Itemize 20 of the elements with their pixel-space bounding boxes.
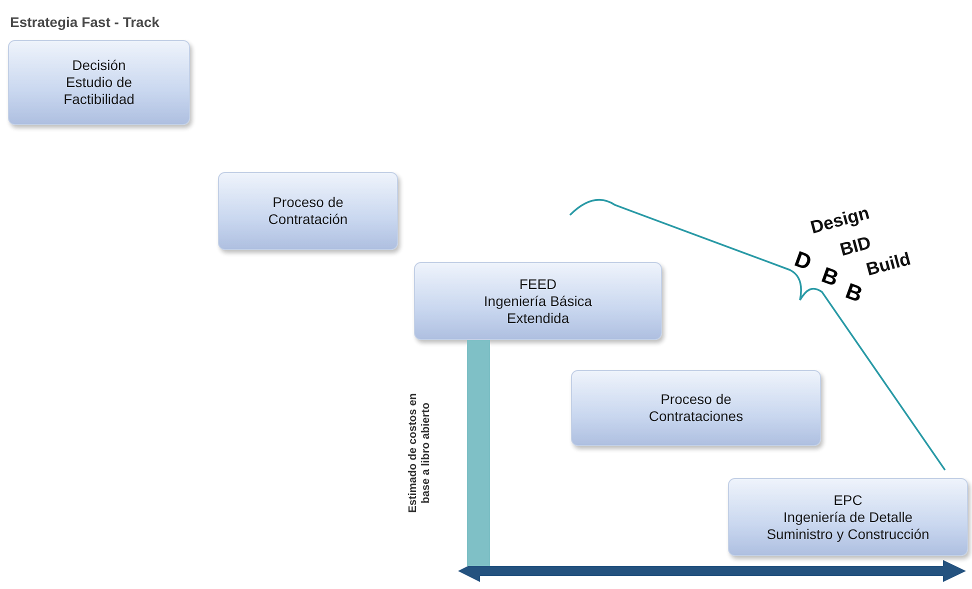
stage-box [8, 40, 190, 125]
vertical-note: Estimado de costos en base a libro abierto [407, 392, 433, 515]
stage-box [414, 262, 662, 340]
stamp-letter: B [818, 262, 842, 292]
stamp-letter: B [842, 278, 866, 308]
title: Estrategia Fast - Track [10, 14, 160, 30]
stage-text: Proceso de Contratación [267, 194, 349, 228]
stage-box [218, 172, 398, 250]
stage-text: Proceso de Contrataciones [648, 391, 744, 425]
stamp-word: Design [808, 202, 872, 238]
stage-heading: Decisión [72, 57, 126, 74]
stage-text: Estudio de Factibilidad [62, 74, 136, 108]
stage-text: Ingeniería de Detalle Suministro y Construcción [766, 508, 930, 542]
stage-text: Ingeniería Básica Extendida [482, 292, 594, 326]
stage-box [728, 478, 968, 556]
stamp-letter: D [791, 246, 815, 276]
stage-box [571, 370, 821, 446]
stage-heading: EPC [834, 492, 862, 508]
stage-heading: FEED [519, 276, 557, 292]
vertical-bar [467, 340, 490, 566]
